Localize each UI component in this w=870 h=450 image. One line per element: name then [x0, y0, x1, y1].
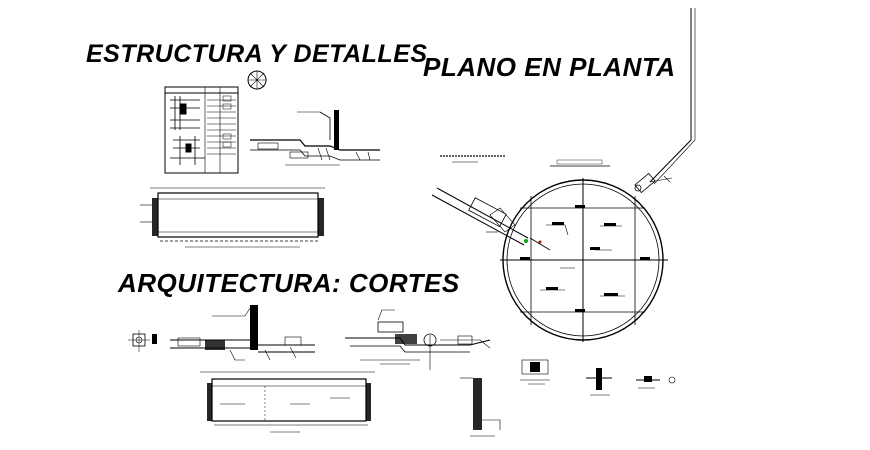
- title-arquitectura-cortes: ARQUITECTURA: CORTES: [118, 268, 460, 298]
- small-detail-anchor: [586, 368, 612, 396]
- outlet-pipe-line: [634, 8, 696, 194]
- title-plano-en-planta: PLANO EN PLANTA: [423, 52, 676, 82]
- inlet-pipe-detail: [431, 155, 551, 251]
- small-pipe-detail: [128, 330, 157, 352]
- small-detail-section: [636, 376, 676, 389]
- small-detail-valve: [520, 359, 550, 385]
- circular-tank-plan: [500, 159, 668, 342]
- foundation-detail-section: [250, 110, 380, 166]
- red-marker-icon: [538, 240, 542, 244]
- north-compass-icon: [247, 70, 267, 90]
- wall-footing-detail: [460, 377, 501, 437]
- title-estructura-y-detalles: ESTRUCTURA Y DETALLES: [86, 40, 428, 68]
- green-marker-icon: [524, 239, 528, 243]
- architecture-cross-section-b: [345, 309, 491, 370]
- architecture-cross-section-a: [170, 305, 315, 361]
- tank-longitudinal-section: [140, 187, 325, 248]
- architecture-tank-section: [200, 371, 375, 433]
- structure-details-table: [164, 86, 239, 174]
